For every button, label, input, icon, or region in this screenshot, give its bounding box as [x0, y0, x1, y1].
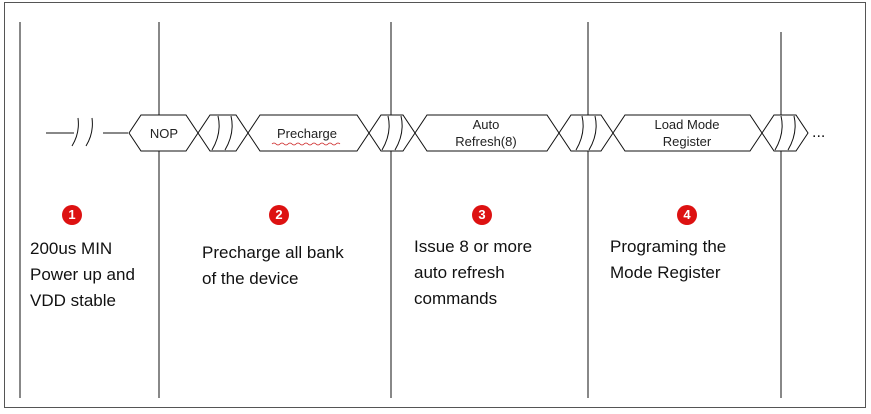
step-4-line-1: Programing the [610, 237, 727, 256]
command-box-nop: NOP [128, 114, 199, 152]
command-label-load-mode-line2: Register [663, 134, 712, 149]
command-box-load-mode-register: Load Mode Register [612, 114, 763, 152]
step-description-2: Precharge all bank of the device [202, 240, 344, 292]
command-box-auto-refresh: Auto Refresh(8) [414, 114, 560, 152]
step-badge-3: 3 [472, 205, 492, 225]
command-label-precharge: Precharge [277, 126, 337, 141]
step-1-line-1: 200us MIN [30, 239, 113, 258]
command-label-auto-refresh-line2: Refresh(8) [455, 134, 516, 149]
time-break-4 [761, 114, 809, 152]
step-description-4: Programing the Mode Register [610, 234, 726, 286]
command-label-load-mode-line1: Load Mode [654, 117, 719, 132]
step-2-line-2: of the device [202, 269, 299, 288]
command-label-auto-refresh-line1: Auto [473, 117, 500, 132]
time-break-1 [197, 114, 249, 152]
step-1-line-2: Power up and [30, 265, 135, 284]
diagram-frame [4, 2, 866, 408]
command-box-precharge: Precharge [247, 114, 370, 152]
continuation-ellipsis: ... [812, 124, 826, 141]
step-description-3: Issue 8 or more auto refresh commands [414, 234, 532, 312]
step-3-line-3: commands [414, 289, 498, 308]
spellcheck-underline [271, 142, 341, 146]
step-3-line-2: auto refresh [414, 263, 505, 282]
leading-signal [46, 117, 128, 147]
step-2-line-1: Precharge all bank [202, 243, 344, 262]
step-badge-1: 1 [62, 205, 82, 225]
step-description-1: 200us MIN Power up and VDD stable [30, 236, 135, 314]
step-badge-4: 4 [677, 205, 697, 225]
step-3-line-1: Issue 8 or more [414, 237, 533, 256]
step-badge-2: 2 [269, 205, 289, 225]
time-break-2 [368, 114, 416, 152]
command-label-nop: NOP [150, 126, 178, 141]
step-4-line-2: Mode Register [610, 263, 721, 282]
step-1-line-3: VDD stable [30, 291, 116, 310]
time-break-3 [558, 114, 614, 152]
